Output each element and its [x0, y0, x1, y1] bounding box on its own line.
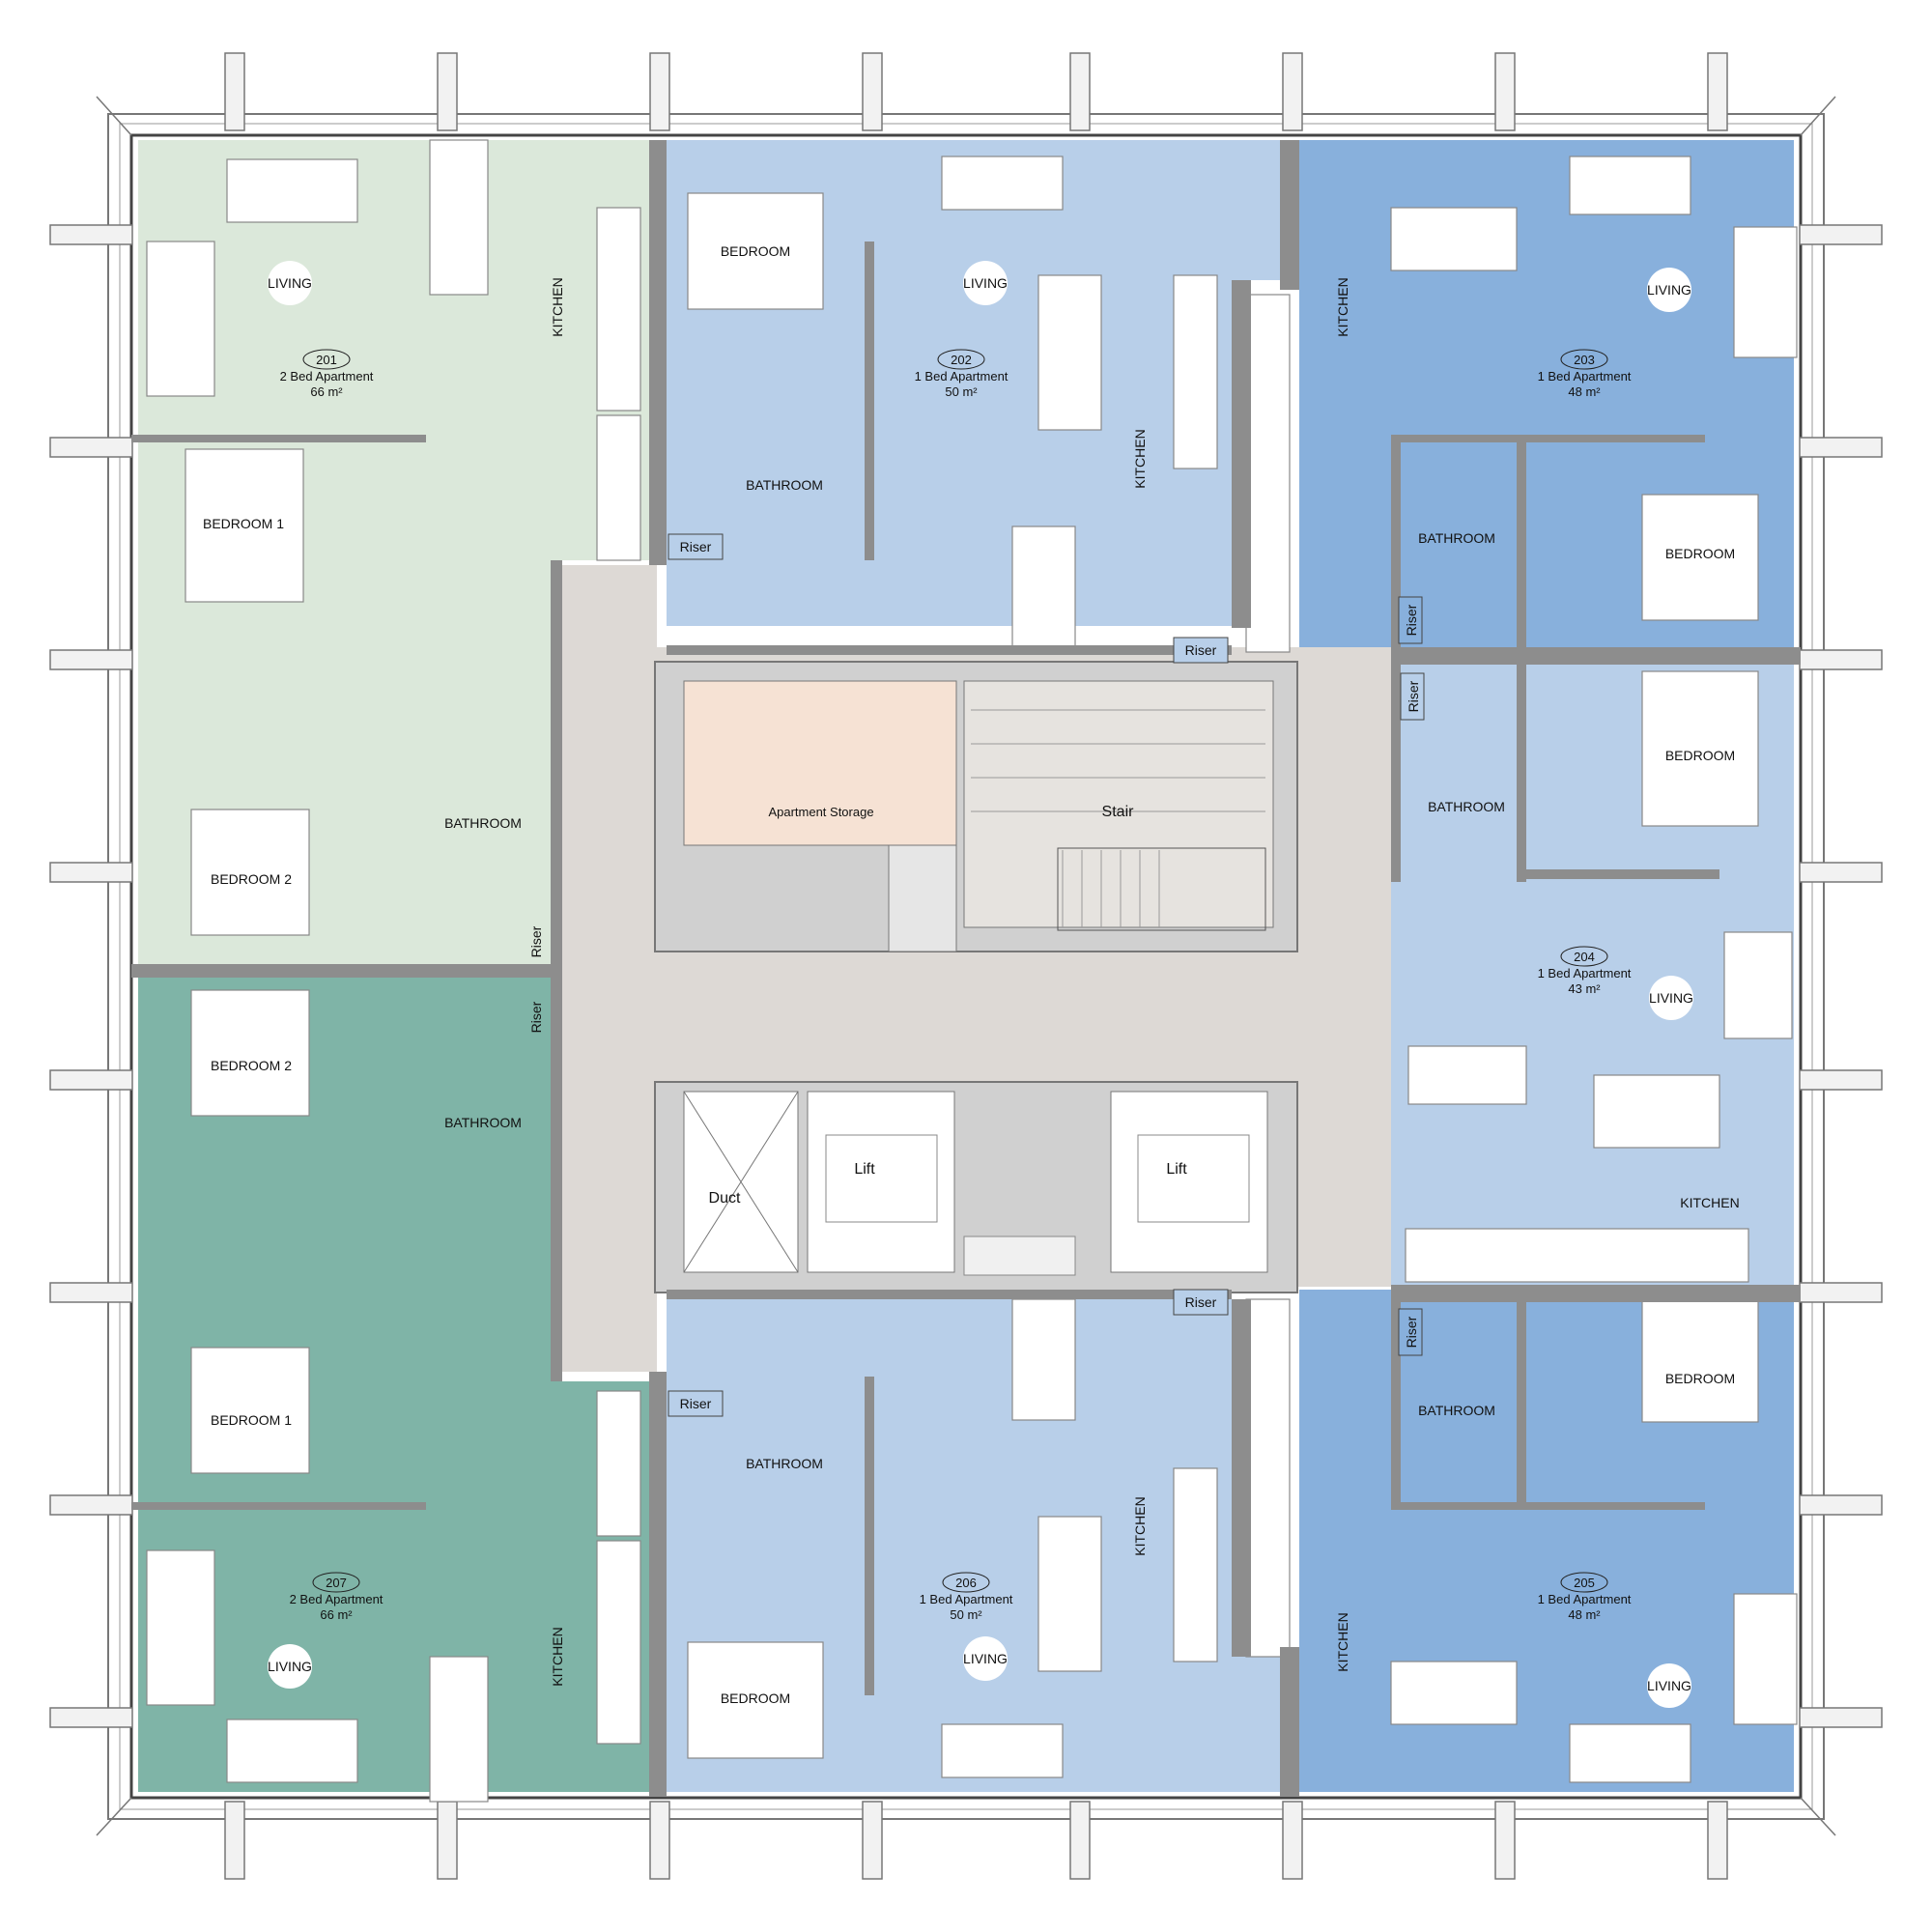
apt-202-riser: Riser [668, 533, 724, 560]
apt-201-riser-label: Riser [528, 925, 544, 957]
duct-label: Duct [709, 1190, 741, 1207]
svg-text:LIVING: LIVING [268, 275, 312, 291]
apt-201-kitchen-label: KITCHEN [550, 277, 565, 336]
svg-text:48 m²: 48 m² [1568, 1607, 1601, 1622]
svg-text:LIVING: LIVING [1647, 1678, 1691, 1693]
svg-text:203: 203 [1574, 353, 1595, 367]
svg-text:50 m²: 50 m² [945, 384, 978, 399]
svg-text:LIVING: LIVING [1649, 990, 1693, 1006]
svg-text:Riser: Riser [1404, 604, 1419, 636]
svg-text:LIVING: LIVING [1647, 282, 1691, 298]
apt-207-bedroom2-label: BEDROOM 2 [211, 1058, 292, 1073]
apt-202-riser-2: Riser [1173, 637, 1229, 664]
apt-202-tag[interactable]: 202 1 Bed Apartment 50 m² [915, 349, 1009, 399]
furniture [146, 139, 1798, 1803]
apt-207-kitchen-label: KITCHEN [550, 1627, 565, 1686]
svg-text:1 Bed Apartment: 1 Bed Apartment [1538, 1592, 1632, 1606]
svg-text:205: 205 [1574, 1576, 1595, 1590]
svg-text:Riser: Riser [680, 539, 712, 554]
svg-text:LIVING: LIVING [268, 1659, 312, 1674]
apt-207-riser-label: Riser [528, 1001, 544, 1033]
apt-203-living-label: LIVING [1647, 268, 1691, 312]
apt-205-riser: Riser [1398, 1308, 1423, 1356]
svg-text:Riser: Riser [1185, 1294, 1217, 1310]
apt-201-living-label: LIVING [268, 261, 312, 305]
svg-text:LIVING: LIVING [963, 1651, 1008, 1666]
svg-text:Riser: Riser [680, 1396, 712, 1411]
apt-201-bathroom-label: BATHROOM [444, 815, 522, 831]
apt-206-living-label: LIVING [963, 1636, 1008, 1681]
svg-text:2 Bed Apartment: 2 Bed Apartment [290, 1592, 384, 1606]
lift-left-label: Lift [854, 1161, 875, 1178]
apt-204-riser: Riser [1400, 672, 1425, 721]
stair-label: Stair [1102, 804, 1135, 820]
core [654, 661, 1298, 1293]
walls [131, 140, 1801, 1797]
apt-202-bedroom-label: BEDROOM [721, 243, 790, 259]
apt-203-kitchen-label: KITCHEN [1335, 277, 1350, 336]
apt-205-bedroom-label: BEDROOM [1665, 1371, 1735, 1386]
svg-text:66 m²: 66 m² [310, 384, 343, 399]
apt-201-zone [138, 140, 649, 966]
svg-text:48 m²: 48 m² [1568, 384, 1601, 399]
apt-203-bedroom-label: BEDROOM [1665, 546, 1735, 561]
apt-207-tag[interactable]: 207 2 Bed Apartment 66 m² [290, 1572, 384, 1622]
apt-205-bathroom-label: BATHROOM [1418, 1403, 1495, 1418]
lift-right-label: Lift [1166, 1161, 1187, 1178]
svg-text:1 Bed Apartment: 1 Bed Apartment [1538, 369, 1632, 384]
apt-206-kitchen-label: KITCHEN [1132, 1496, 1148, 1555]
apt-206-riser-2: Riser [1173, 1289, 1229, 1316]
apt-205-living-label: LIVING [1647, 1663, 1691, 1708]
apt-206-tag[interactable]: 206 1 Bed Apartment 50 m² [920, 1572, 1013, 1622]
svg-text:206: 206 [955, 1576, 977, 1590]
apt-203-bathroom-label: BATHROOM [1418, 530, 1495, 546]
apt-205-kitchen-label: KITCHEN [1335, 1612, 1350, 1671]
svg-text:Riser: Riser [1185, 642, 1217, 658]
svg-text:LIVING: LIVING [963, 275, 1008, 291]
apt-207-bathroom-label: BATHROOM [444, 1115, 522, 1130]
svg-text:1 Bed Apartment: 1 Bed Apartment [920, 1592, 1013, 1606]
svg-text:201: 201 [316, 353, 337, 367]
apt-201-bedroom2-label: BEDROOM 2 [211, 871, 292, 887]
svg-text:2 Bed Apartment: 2 Bed Apartment [280, 369, 374, 384]
apt-206-bathroom-label: BATHROOM [746, 1456, 823, 1471]
apt-207-zone [138, 978, 649, 1792]
svg-text:207: 207 [326, 1576, 347, 1590]
apt-202-bathroom-label: BATHROOM [746, 477, 823, 493]
labels: 201 2 Bed Apartment 66 m² LIVING KITCHEN… [203, 243, 1740, 1708]
apartment-storage-label: Apartment Storage [768, 805, 873, 819]
apt-204-living-label: LIVING [1649, 976, 1693, 1020]
svg-text:1 Bed Apartment: 1 Bed Apartment [1538, 966, 1632, 980]
svg-text:50 m²: 50 m² [950, 1607, 982, 1622]
apt-201-tag[interactable]: 201 2 Bed Apartment 66 m² [280, 349, 374, 399]
apt-207-living-label: LIVING [268, 1644, 312, 1689]
apt-204-kitchen-label: KITCHEN [1680, 1195, 1739, 1210]
apt-202-living-label: LIVING [963, 261, 1008, 305]
apt-204-bedroom-label: BEDROOM [1665, 748, 1735, 763]
svg-text:Riser: Riser [1406, 680, 1421, 712]
apt-204-tag[interactable]: 204 1 Bed Apartment 43 m² [1538, 946, 1632, 996]
apt-206-bedroom-label: BEDROOM [721, 1690, 790, 1706]
svg-text:202: 202 [951, 353, 972, 367]
svg-text:Riser: Riser [1404, 1316, 1419, 1348]
apt-206-riser: Riser [668, 1390, 724, 1417]
facade [49, 52, 1883, 1880]
svg-text:43 m²: 43 m² [1568, 981, 1601, 996]
apt-203-tag[interactable]: 203 1 Bed Apartment 48 m² [1538, 349, 1632, 399]
svg-text:204: 204 [1574, 950, 1595, 964]
apt-204-bathroom-label: BATHROOM [1428, 799, 1505, 814]
svg-text:66 m²: 66 m² [320, 1607, 353, 1622]
svg-text:1 Bed Apartment: 1 Bed Apartment [915, 369, 1009, 384]
apt-201-bedroom1-label: BEDROOM 1 [203, 516, 284, 531]
apt-205-tag[interactable]: 205 1 Bed Apartment 48 m² [1538, 1572, 1632, 1622]
apt-203-riser: Riser [1398, 596, 1423, 644]
apt-202-kitchen-label: KITCHEN [1132, 429, 1148, 488]
apt-207-bedroom1-label: BEDROOM 1 [211, 1412, 292, 1428]
